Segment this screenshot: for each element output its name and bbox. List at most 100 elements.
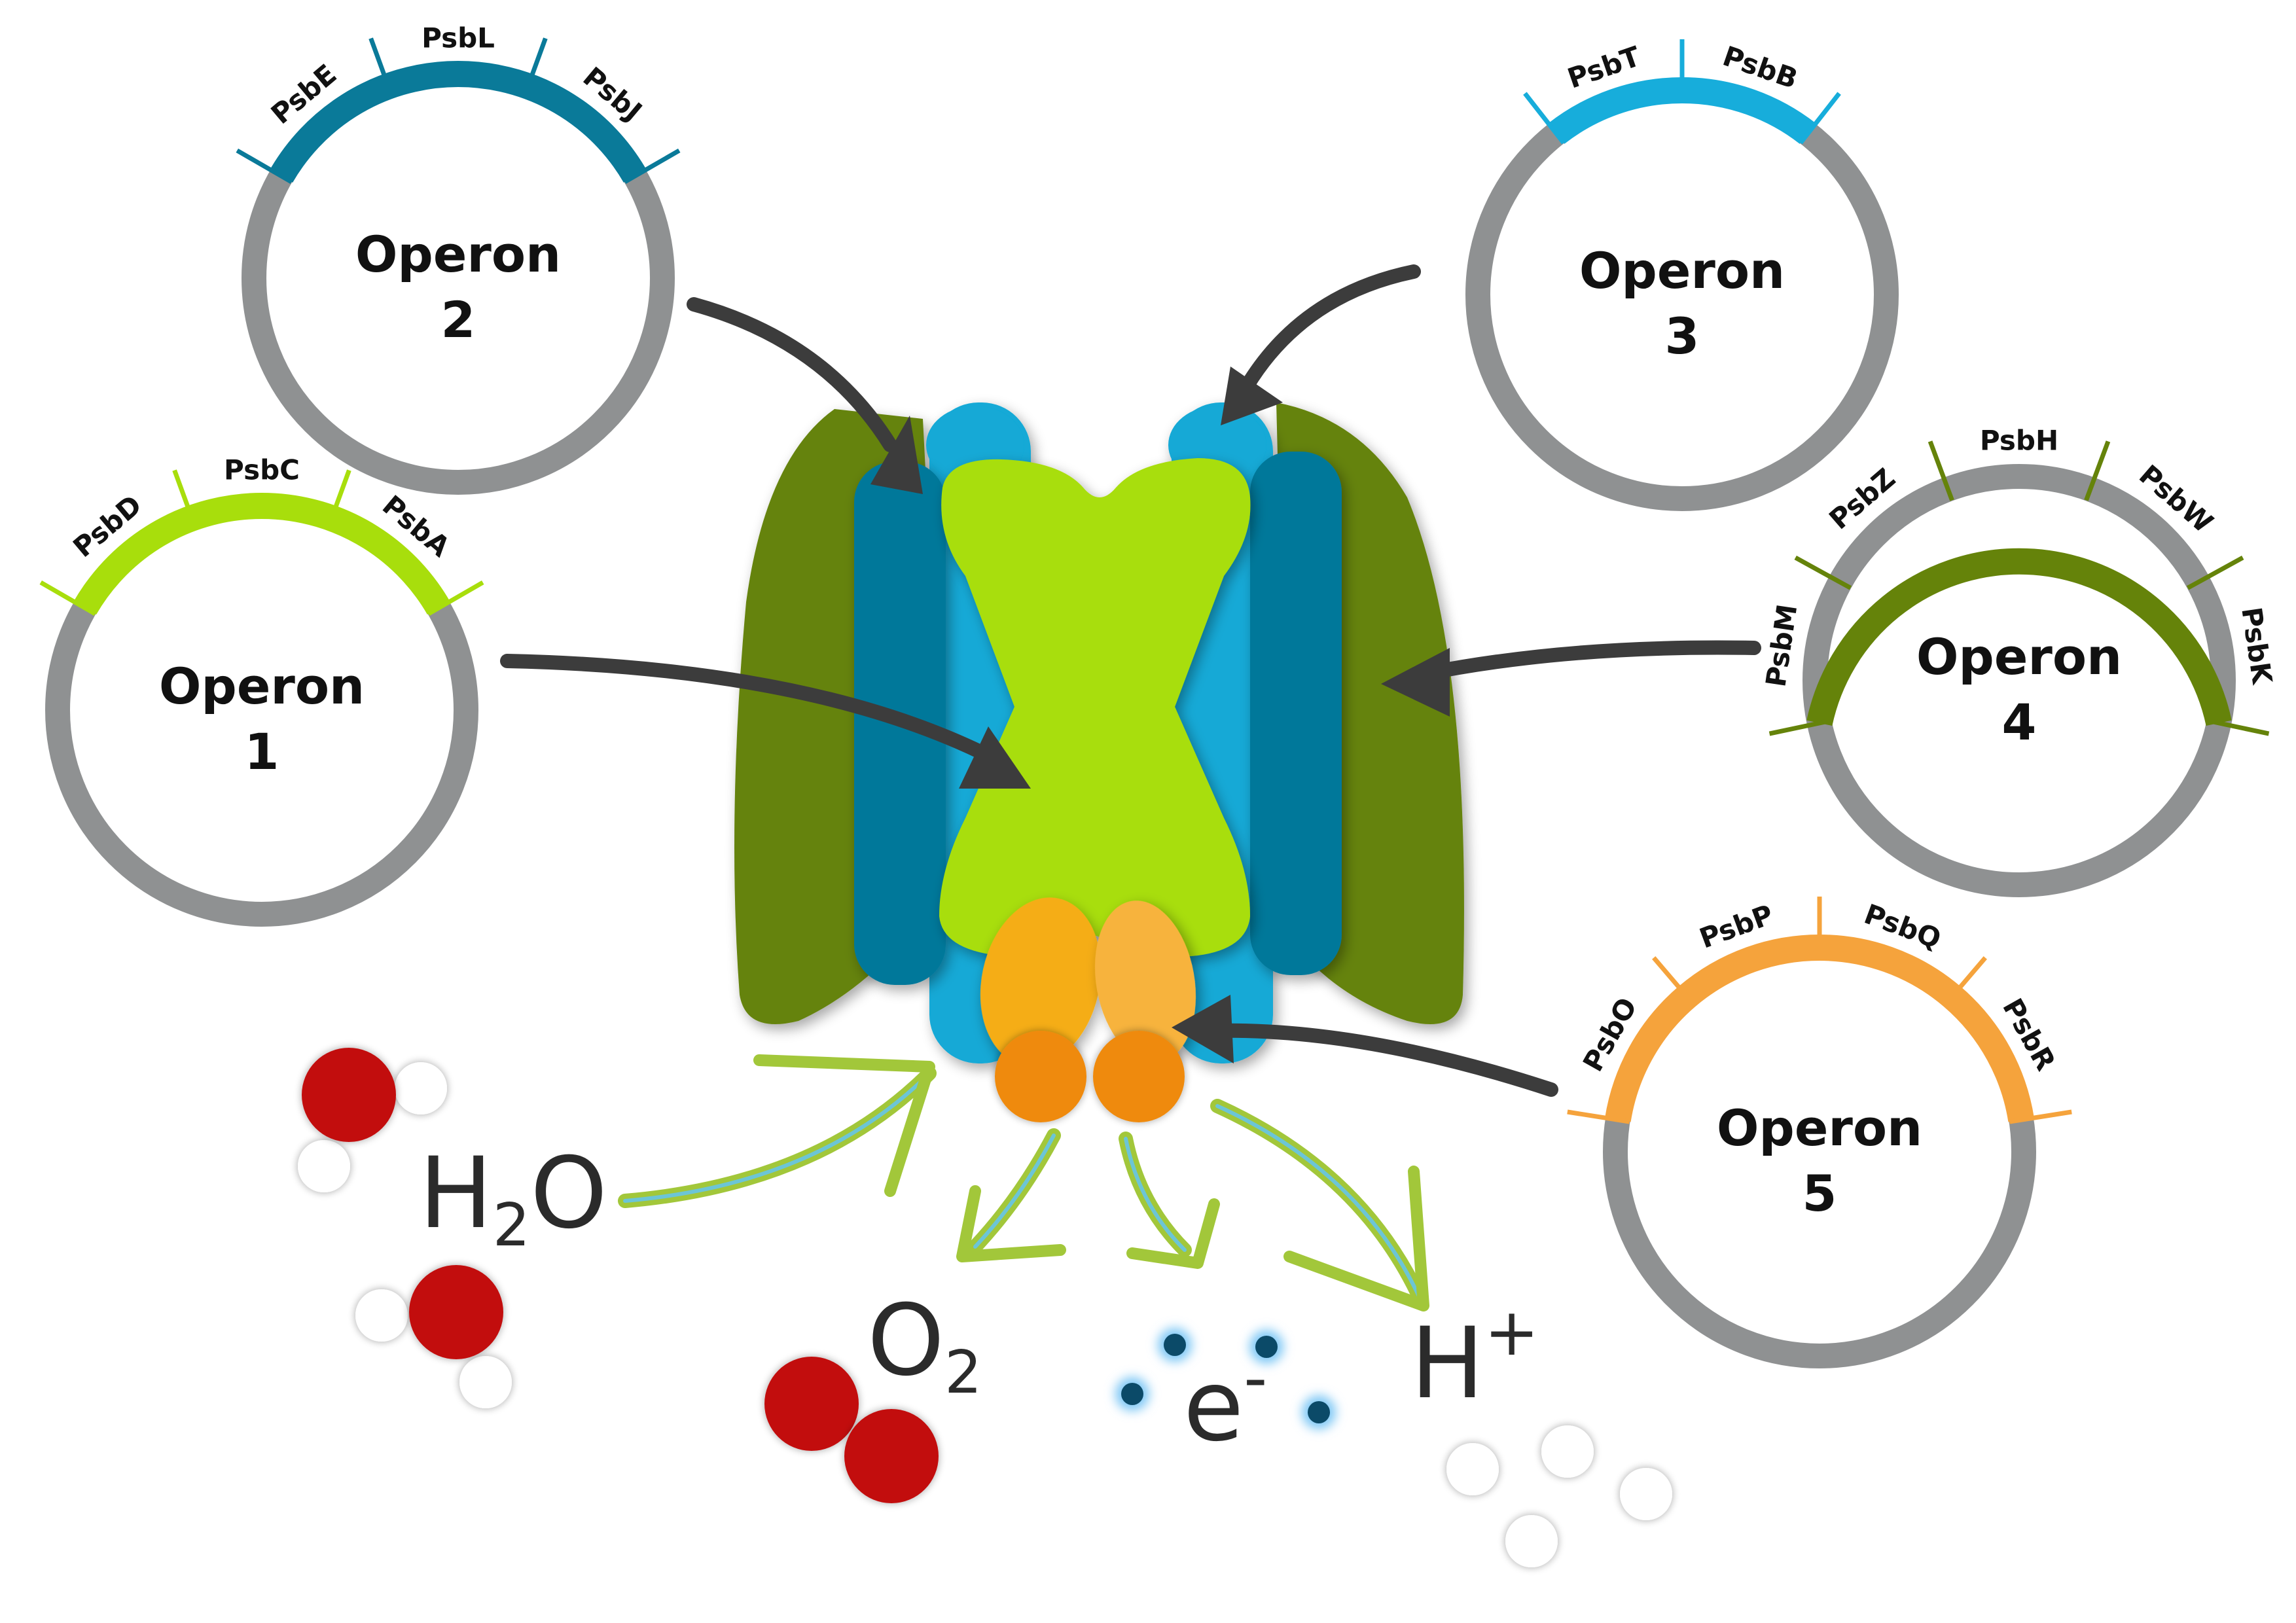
gene-divider [1943,956,1987,1007]
oxygen-molecule [764,1357,939,1503]
operon-number: 3 [1665,307,1700,365]
gene-divider [1567,1109,1630,1124]
gene-label: PsbM [1759,602,1803,689]
manganese-cluster-right [1093,1031,1185,1122]
electron-label-superscript: - [1244,1340,1267,1416]
gene-divider [2084,440,2111,501]
proton-label: H+ [1410,1294,1539,1421]
gene-divider [1799,92,1841,145]
operon-title: Operon [1916,628,2122,686]
proton [1541,1425,1594,1478]
right-dark-blue-subunit [1250,452,1342,975]
oxygen-atom [409,1265,503,1359]
electron-dot [1255,1336,1278,1358]
protons [1446,1425,1672,1567]
electron-dot [1121,1383,1143,1405]
gene-divider [1794,556,1852,590]
gene-divider [427,580,484,616]
gene-divider [522,37,548,98]
arrow-water-in [618,1054,937,1208]
water-label: H2O [419,1137,607,1260]
hydrogen-atom [459,1356,512,1408]
gene-divider [623,148,681,185]
hydrogen-atom [298,1140,350,1192]
gene-divider [172,469,198,530]
gene-divider [325,469,351,530]
arrowhead-operon-5 [1172,995,1234,1063]
arrow-operon-4 [1416,640,1761,681]
arrowhead-operon-1 [959,726,1031,789]
gene-label: PsbK [2235,605,2278,687]
gene-divider [1928,440,1954,501]
gene-divider [2009,1109,2072,1124]
gene-divider [236,148,293,185]
oxygen-label-o: O [867,1284,944,1398]
gene-arc [1806,548,2232,726]
gene-divider [39,580,97,616]
reaction-arrows [618,1054,1429,1311]
oxygen-atom [764,1357,859,1451]
electron-label-e: e [1183,1349,1244,1463]
oxygen-label: O2 [867,1284,982,1407]
water-label-h: H [419,1137,493,1251]
water-molecule-bottom [355,1265,512,1408]
manganese-cluster-left [995,1031,1086,1122]
arrowhead-operon-3 [1221,366,1283,425]
hydrogen-atom [395,1062,447,1115]
water-molecule-top [298,1048,447,1192]
operon-number: 4 [2002,693,2037,751]
arrowhead-operon-4 [1381,648,1450,717]
gene-label: PsbL [422,22,495,54]
gene-divider [368,37,395,98]
arrow-oxygen-out [956,1128,1066,1262]
operon-title: Operon [159,657,365,715]
gene-divider [2186,556,2244,590]
proton-label-h: H [1410,1307,1484,1421]
arrow-electron-out [1119,1132,1220,1269]
photosystem-ii-complex [734,402,1464,1122]
proton-label-superscript: + [1484,1294,1539,1370]
oxygen-label-subscript: 2 [944,1338,982,1407]
arrow-operon-3 [1240,264,1421,393]
proton [1505,1515,1558,1567]
arrow-proton-out [1210,1099,1429,1311]
operon-number: 1 [245,722,279,781]
water-label-o: O [530,1137,607,1251]
oxygen-evolving-subunit-right [1095,901,1196,1063]
electron-label: e- [1183,1340,1267,1463]
operon-number: 2 [441,291,476,349]
gene-divider [1652,956,1696,1007]
gene-arc [73,493,450,615]
gene-label: PsbC [224,454,300,486]
operon-title: Operon [1579,241,1785,300]
oxygen-atom [844,1409,939,1503]
operon-arrowheads [870,366,1450,1063]
water-label-subscript: 2 [493,1191,530,1260]
hydrogen-atom [355,1289,408,1342]
gene-divider [2206,718,2270,736]
operon-title: Operon [355,225,561,283]
oxygen-atom [302,1048,396,1142]
electrons [1115,1328,1336,1429]
electron-dot [1308,1401,1330,1423]
oxygen-evolving-subunit-left [980,897,1102,1066]
operon-arrows [500,264,1761,1097]
arrowhead-operon-2 [870,416,923,494]
electron-dot [1164,1334,1186,1356]
arrow-operon-1 [500,654,989,760]
operon-number: 5 [1803,1164,1837,1222]
gene-divider [1523,92,1566,145]
operon-title: Operon [1717,1099,1922,1157]
arrow-operon-2 [687,297,897,452]
arrow-operon-5 [1207,1023,1558,1097]
reaction-center-subunit [939,458,1251,957]
proton [1620,1468,1672,1520]
operon-layer: PsbDPsbCPsbAOperon1PsbEPsbLPsbJOperon2Ps… [39,22,2278,1368]
gene-arc [270,61,647,183]
